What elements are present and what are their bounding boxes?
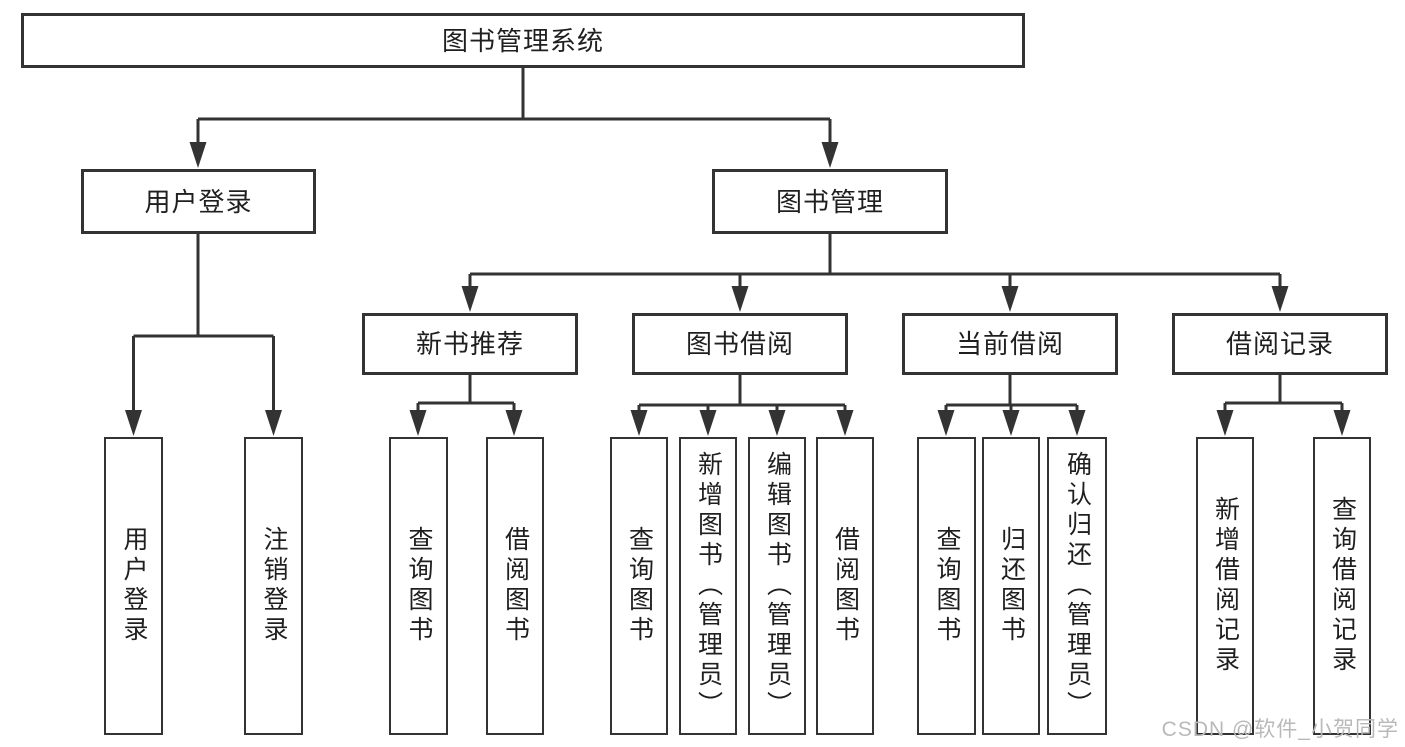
leaf-borrow-books-borrowing: 借阅图书 [816,437,874,735]
leaf-logout: 注销登录 [244,437,303,735]
leaf-confirm-return-admin: 确认归还（管理员） [1047,437,1107,735]
node-current-borrowing-label: 当前借阅 [955,329,1064,359]
arrowheads [125,142,1351,436]
leaf-user-login: 用户登录 [104,437,163,735]
node-book-management-label: 图书管理 [775,186,884,217]
node-user-login-label: 用户登录 [144,186,253,217]
leaf-edit-book-admin-label: 编辑图书（管理员） [763,451,792,721]
leaf-query-books-recommend-label: 查询图书 [405,526,433,646]
leaf-query-books-borrowing-label: 查询图书 [625,526,654,646]
leaf-borrow-books-borrowing-label: 借阅图书 [831,526,860,646]
node-new-book-recommend-label: 新书推荐 [415,329,524,359]
leaf-query-books-borrowing: 查询图书 [610,437,668,735]
leaf-query-books-current-label: 查询图书 [933,526,961,646]
leaf-add-borrow-record: 新增借阅记录 [1196,437,1254,735]
leaf-query-borrow-record: 查询借阅记录 [1313,437,1371,735]
leaf-borrow-books-recommend: 借阅图书 [486,437,544,735]
node-book-management: 图书管理 [712,169,948,234]
leaf-return-books: 归还图书 [982,437,1040,735]
leaf-confirm-return-admin-label: 确认归还（管理员） [1063,451,1092,721]
node-root: 图书管理系统 [21,13,1025,68]
leaf-add-book-admin-label: 新增图书（管理员） [694,451,723,721]
leaf-user-login-label: 用户登录 [120,526,148,646]
leaf-return-books-label: 归还图书 [997,526,1026,646]
node-new-book-recommend: 新书推荐 [362,313,578,375]
node-borrowing-records: 借阅记录 [1172,313,1388,375]
leaf-logout-label: 注销登录 [260,526,288,646]
leaf-edit-book-admin: 编辑图书（管理员） [748,437,806,735]
leaf-query-books-current: 查询图书 [917,437,976,735]
node-user-login: 用户登录 [81,169,316,234]
node-current-borrowing: 当前借阅 [902,313,1118,375]
watermark: CSDN @软件_小贺同学 [1161,718,1399,741]
leaf-add-book-admin: 新增图书（管理员） [679,437,737,735]
leaf-query-borrow-record-label: 查询借阅记录 [1328,496,1357,676]
node-book-borrowing-label: 图书借阅 [685,329,794,359]
leaf-add-borrow-record-label: 新增借阅记录 [1211,496,1240,676]
node-root-label: 图书管理系统 [441,25,604,56]
leaf-query-books-recommend: 查询图书 [389,437,448,735]
node-borrowing-records-label: 借阅记录 [1225,329,1334,359]
leaf-borrow-books-recommend-label: 借阅图书 [501,526,530,646]
node-book-borrowing: 图书借阅 [632,313,848,375]
